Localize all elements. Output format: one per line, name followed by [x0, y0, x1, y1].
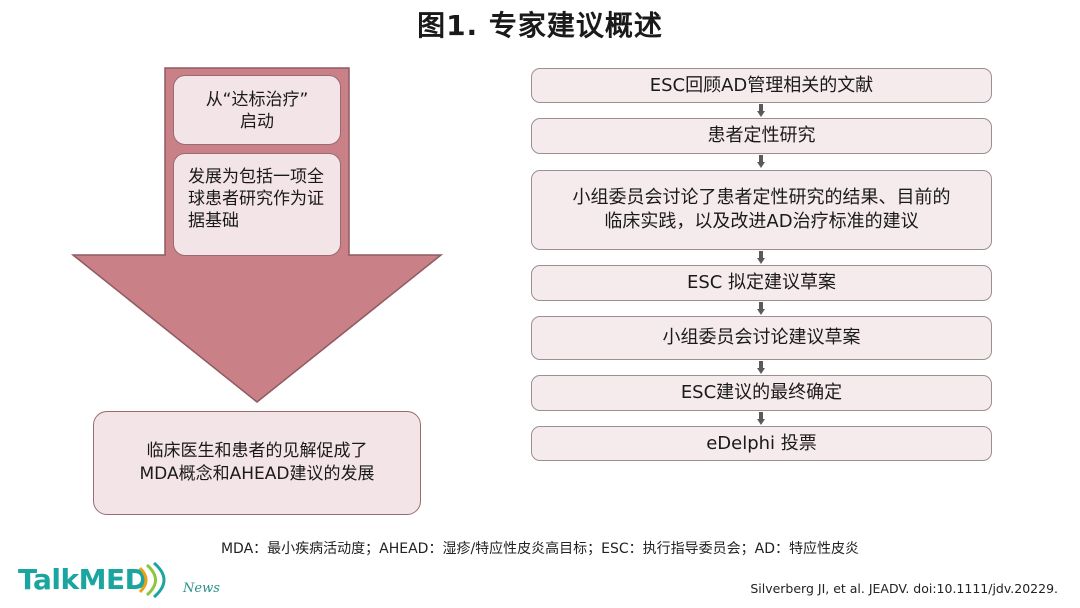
signal-waves-icon	[138, 562, 166, 598]
arrow-box-evidence: 发展为包括一项全球患者研究作为证据基础	[173, 153, 341, 256]
flow-step-label: ESC建议的最终确定	[680, 382, 843, 403]
flow-step-label: 患者定性研究	[707, 125, 816, 146]
flow-arrow	[757, 302, 765, 316]
abbreviation-footnote: MDA：最小疾病活动度；AHEAD：湿疹/特应性皮炎高目标；ESC：执行指导委员…	[220, 541, 860, 557]
flow-step: 患者定性研究	[531, 118, 992, 154]
flow-step-label: eDelphi 投票	[706, 432, 817, 454]
page-title: 图1. 专家建议概述	[417, 9, 663, 42]
result-box: 临床医生和患者的见解促成了 MDA概念和AHEAD建议的发展	[93, 411, 421, 515]
arrow-box-start: 从“达标治疗” 启动	[173, 75, 341, 145]
flow-step-label: ESC 拟定建议草案	[686, 272, 837, 293]
citation: Silverberg JI, et al. JEADV. doi:10.1111…	[750, 581, 1058, 596]
flow-step: ESC 拟定建议草案	[531, 265, 992, 301]
flow-arrow	[757, 361, 765, 375]
flow-arrow	[757, 412, 765, 426]
logo-text: TalkMED	[18, 563, 148, 596]
flow-arrow	[757, 155, 765, 169]
result-text: 临床医生和患者的见解促成了 MDA概念和AHEAD建议的发展	[139, 441, 375, 484]
flow-step: eDelphi 投票	[531, 426, 992, 461]
flow-step-label: ESC回顾AD管理相关的文献	[649, 74, 874, 96]
flow-step-label: 小组委员会讨论建议草案	[662, 327, 861, 348]
flow-step: ESC回顾AD管理相关的文献	[531, 68, 992, 103]
news-label: News	[183, 581, 220, 596]
flow-step: 小组委员会讨论建议草案	[531, 316, 992, 360]
flow-step: ESC建议的最终确定	[531, 375, 992, 411]
flow-step-label: 小组委员会讨论了患者定性研究的结果、目前的 临床实践，以及改进AD治疗标准的建议	[572, 187, 951, 232]
flow-arrow	[757, 104, 765, 118]
flow-arrow	[757, 251, 765, 265]
flow-step: 小组委员会讨论了患者定性研究的结果、目前的 临床实践，以及改进AD治疗标准的建议	[531, 170, 992, 250]
talkmed-logo: TalkMED	[18, 560, 168, 600]
